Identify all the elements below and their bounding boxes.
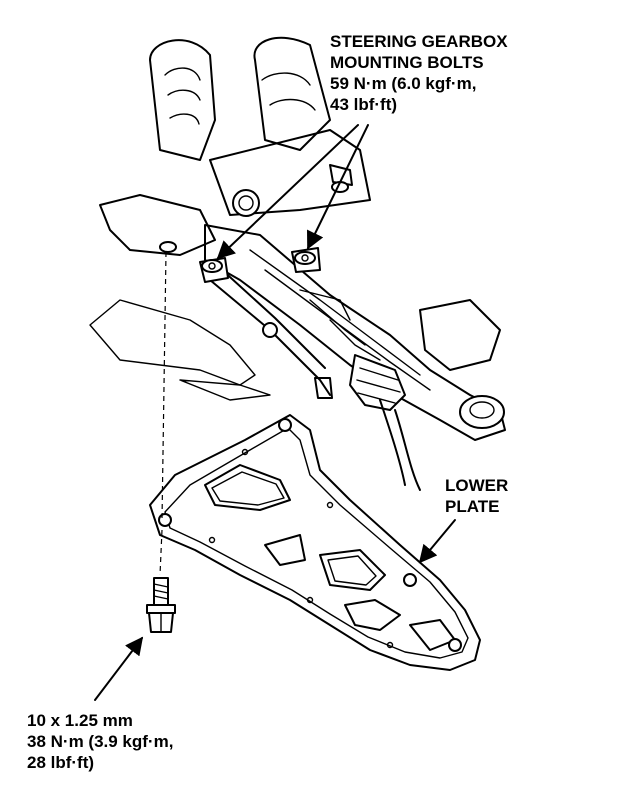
lower-plate-callout-line-2: PLATE bbox=[445, 497, 500, 516]
gearbox-bolt-left bbox=[199, 257, 229, 283]
gearbox-bolt-right bbox=[291, 247, 321, 273]
lower-plate-callout: LOWER PLATE bbox=[445, 475, 508, 517]
bolt-callout-line-3: 28 lbf·ft) bbox=[27, 753, 95, 772]
gearbox-callout-line-3: 59 N·m (6.0 kgf·m, bbox=[330, 74, 477, 93]
bolt-callout-line-2: 38 N·m (3.9 kgf·m, bbox=[27, 732, 174, 751]
gearbox-callout-line-2: MOUNTING BOLTS bbox=[330, 53, 484, 72]
gearbox-bolt-callout: STEERING GEARBOX MOUNTING BOLTS 59 N·m (… bbox=[330, 31, 508, 115]
steering-gearbox bbox=[204, 224, 506, 491]
gearbox-callout-line-4: 43 lbf·ft) bbox=[330, 95, 398, 114]
bolt-callout-line-1: 10 x 1.25 mm bbox=[27, 711, 133, 730]
lower-plate-bolt bbox=[146, 251, 176, 633]
lower-plate bbox=[149, 414, 481, 671]
callout-arrows bbox=[94, 124, 456, 701]
tie-rod-links bbox=[209, 267, 333, 399]
plate-bolt-callout: 10 x 1.25 mm 38 N·m (3.9 kgf·m, 28 lbf·f… bbox=[27, 710, 173, 773]
gearbox-callout-line-1: STEERING GEARBOX bbox=[330, 32, 508, 51]
engine-subframe bbox=[89, 36, 501, 401]
lower-plate-callout-line-1: LOWER bbox=[445, 476, 509, 495]
